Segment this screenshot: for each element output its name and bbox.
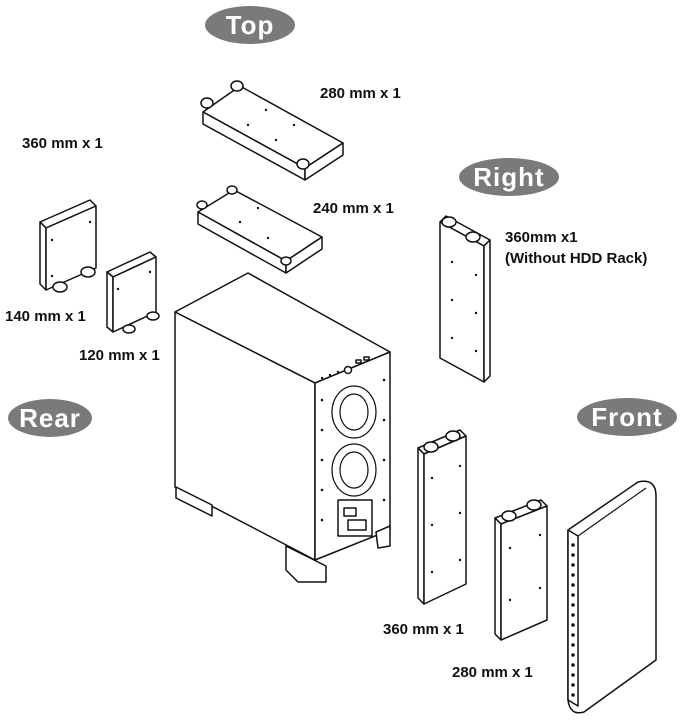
front-panel xyxy=(567,480,657,714)
label-rear-120: 120 mm x 1 xyxy=(79,347,160,364)
top-io-panel xyxy=(320,356,370,380)
label-rear-360: 360 mm x 1 xyxy=(22,135,103,152)
radiator-front-360 xyxy=(417,429,467,605)
label-front-360: 360 mm x 1 xyxy=(383,621,464,638)
front-panel-mesh xyxy=(571,543,575,697)
badge-right: Right xyxy=(459,158,559,196)
pc-case xyxy=(174,272,391,583)
badge-top: Top xyxy=(205,6,295,44)
label-top-240: 240 mm x 1 xyxy=(313,200,394,217)
radiator-rear-140 xyxy=(39,199,97,293)
label-right-360: 360mm x1 xyxy=(505,229,578,246)
section-title-rear: Rear xyxy=(19,403,81,433)
radiator-top-280 xyxy=(200,80,344,181)
label-right-360-note: (Without HDD Rack) xyxy=(505,250,648,267)
label-top-280: 280 mm x 1 xyxy=(320,85,401,102)
radiator-front-280 xyxy=(494,499,548,641)
section-title-front: Front xyxy=(591,402,662,432)
label-rear-140: 140 mm x 1 xyxy=(5,308,86,325)
section-title-right: Right xyxy=(473,162,544,192)
case-fans xyxy=(331,385,377,497)
psu-area xyxy=(337,499,373,537)
case-feet xyxy=(175,486,391,583)
badge-front: Front xyxy=(577,398,677,436)
case-edge-holes xyxy=(320,378,386,522)
label-front-280: 280 mm x 1 xyxy=(452,664,533,681)
section-title-top: Top xyxy=(226,10,275,40)
badge-rear: Rear xyxy=(8,399,92,437)
radiator-rear-120 xyxy=(106,251,160,334)
radiator-top-240 xyxy=(196,185,323,274)
radiator-right-360 xyxy=(439,215,491,383)
